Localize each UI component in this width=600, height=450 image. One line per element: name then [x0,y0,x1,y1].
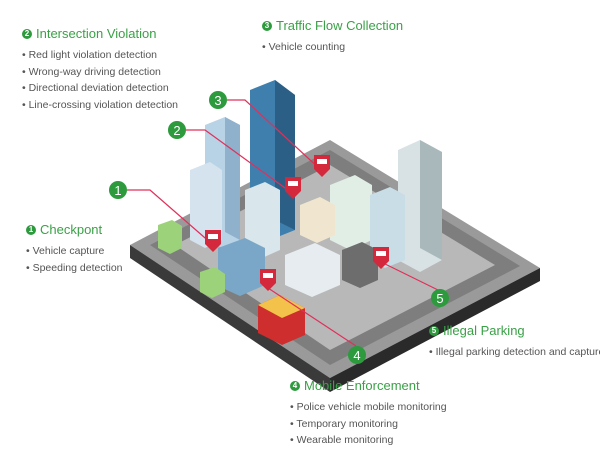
section-illegal-parking: 5 Illegal Parking Illegal parking detecti… [429,323,600,361]
marker-circle [168,121,186,139]
section-checkpoint: 1 Checkpont Vehicle captureSpeeding detec… [26,222,123,276]
section-traffic-flow: 3 Traffic Flow Collection Vehicle countin… [262,18,403,56]
list-item: Wrong-way driving detection [22,64,178,81]
camera-pin-icon [373,247,389,269]
list-item: Vehicle counting [262,39,403,56]
section-heading: 1 Checkpont [26,222,123,237]
callout-line-2 [186,129,293,194]
ground-side-left [130,245,330,392]
marker-circle [431,289,449,307]
section-number: 2 [22,28,32,39]
section-title: Checkpont [40,222,103,237]
callout-line-4 [267,287,357,347]
callout-line-3 [227,99,322,171]
callout-lines [127,99,439,347]
feature-list: Red light violation detectionWrong-way d… [22,47,178,113]
feature-list: Vehicle captureSpeeding detection [26,243,123,276]
list-item: Speeding detection [26,260,123,277]
marker-4: 4 [353,348,360,363]
list-item: Wearable monitoring [290,432,447,449]
section-number: 4 [290,380,300,391]
marker-5: 5 [436,291,443,306]
feature-list: Illegal parking detection and capture [429,344,600,361]
list-item: Vehicle capture [26,243,123,260]
section-title: Illegal Parking [443,323,525,338]
camera-pin-icon [285,177,301,199]
camera-pin-icon [314,155,330,177]
list-item: Illegal parking detection and capture [429,344,600,361]
section-number: 5 [429,325,439,336]
section-heading: 4 Mobile Enforcement [290,378,447,393]
list-item: Temporary monitoring [290,416,447,433]
feature-list: Vehicle counting [262,39,403,56]
list-item: Police vehicle mobile monitoring [290,399,447,416]
camera-pin-icon [260,269,276,291]
callout-line-1 [127,189,213,245]
section-heading: 3 Traffic Flow Collection [262,18,403,33]
section-title: Mobile Enforcement [304,378,420,393]
buildings [158,80,442,345]
marker-circle [209,91,227,109]
section-number: 1 [26,224,36,235]
list-item: Directional deviation detection [22,80,178,97]
marker-3: 3 [214,93,221,108]
feature-list: Police vehicle mobile monitoringTemporar… [290,399,447,449]
section-mobile-enforcement: 4 Mobile Enforcement Police vehicle mobil… [290,378,447,449]
section-heading: 5 Illegal Parking [429,323,600,338]
section-title: Intersection Violation [36,26,157,41]
section-intersection-violation: 2 Intersection Violation Red light violat… [22,26,178,113]
camera-pins [205,155,389,291]
marker-2: 2 [173,123,180,138]
section-heading: 2 Intersection Violation [22,26,178,41]
marker-circle [109,181,127,199]
marker-1: 1 [114,183,121,198]
marker-circle [348,346,366,364]
section-number: 3 [262,20,272,31]
list-item: Line-crossing violation detection [22,97,178,114]
section-title: Traffic Flow Collection [276,18,404,33]
camera-pin-icon [205,230,221,252]
marker-circles: 1 2 3 4 5 [109,91,449,364]
callout-line-5 [380,261,439,291]
list-item: Red light violation detection [22,47,178,64]
